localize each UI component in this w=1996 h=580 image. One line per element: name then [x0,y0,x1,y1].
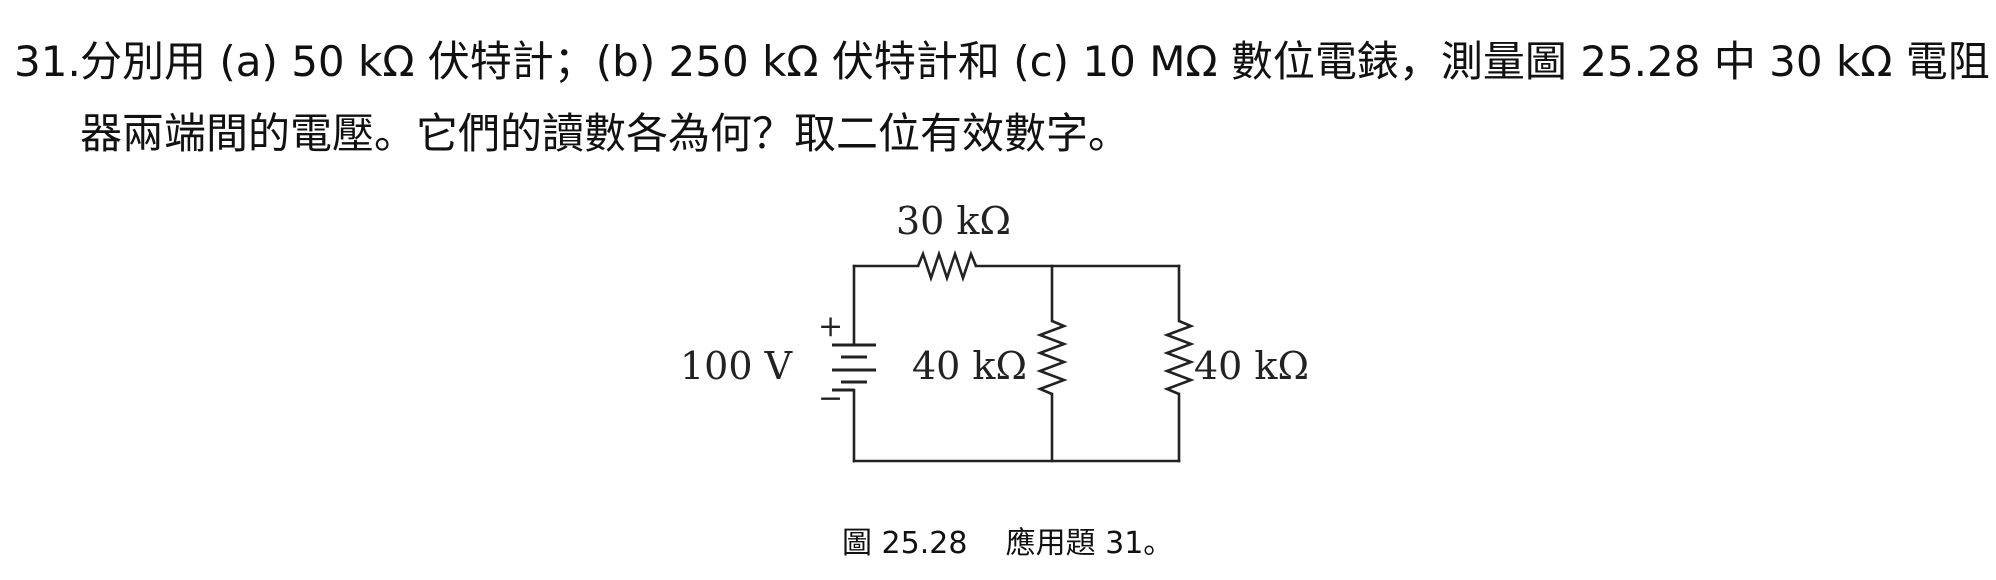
figure-reference: 圖 25.28 [842,526,968,561]
figure-caption-text: 應用題 31。 [1005,526,1174,561]
resistor-40k-right [1163,319,1195,396]
battery-symbol [832,343,876,392]
middle-resistor-label: 40 kΩ [912,344,1027,388]
problem-line-1: 31.分別用 (a) 50 kΩ 伏特計；(b) 250 kΩ 伏特計和 (c)… [14,26,1990,98]
figure-caption: 圖 25.28 應用題 31。 [842,518,1173,562]
problem-number: 31. [14,37,81,86]
battery-plus-sign: + [818,309,843,344]
problem-line-2: 器兩端間的電壓。它們的讀數各為何？取二位有效數字。 [14,98,1974,170]
problem-text-line-2: 器兩端間的電壓。它們的讀數各為何？取二位有效數字。 [80,109,1131,158]
right-resistor-label: 40 kΩ [1194,344,1309,388]
circuit-diagram: 30 kΩ + 100 V − 40 kΩ 40 kΩ [680,199,1309,463]
source-voltage-label: 100 V [680,344,793,388]
battery-minus-sign: − [818,381,843,416]
top-resistor-label: 30 kΩ [896,199,1011,243]
problem-statement: 31.分別用 (a) 50 kΩ 伏特計；(b) 250 kΩ 伏特計和 (c)… [14,26,1990,170]
resistor-40k-middle [1036,319,1068,396]
problem-text-line-1: 分別用 (a) 50 kΩ 伏特計；(b) 250 kΩ 伏特計和 (c) 10… [80,37,1990,86]
resistor-30k [916,249,978,283]
